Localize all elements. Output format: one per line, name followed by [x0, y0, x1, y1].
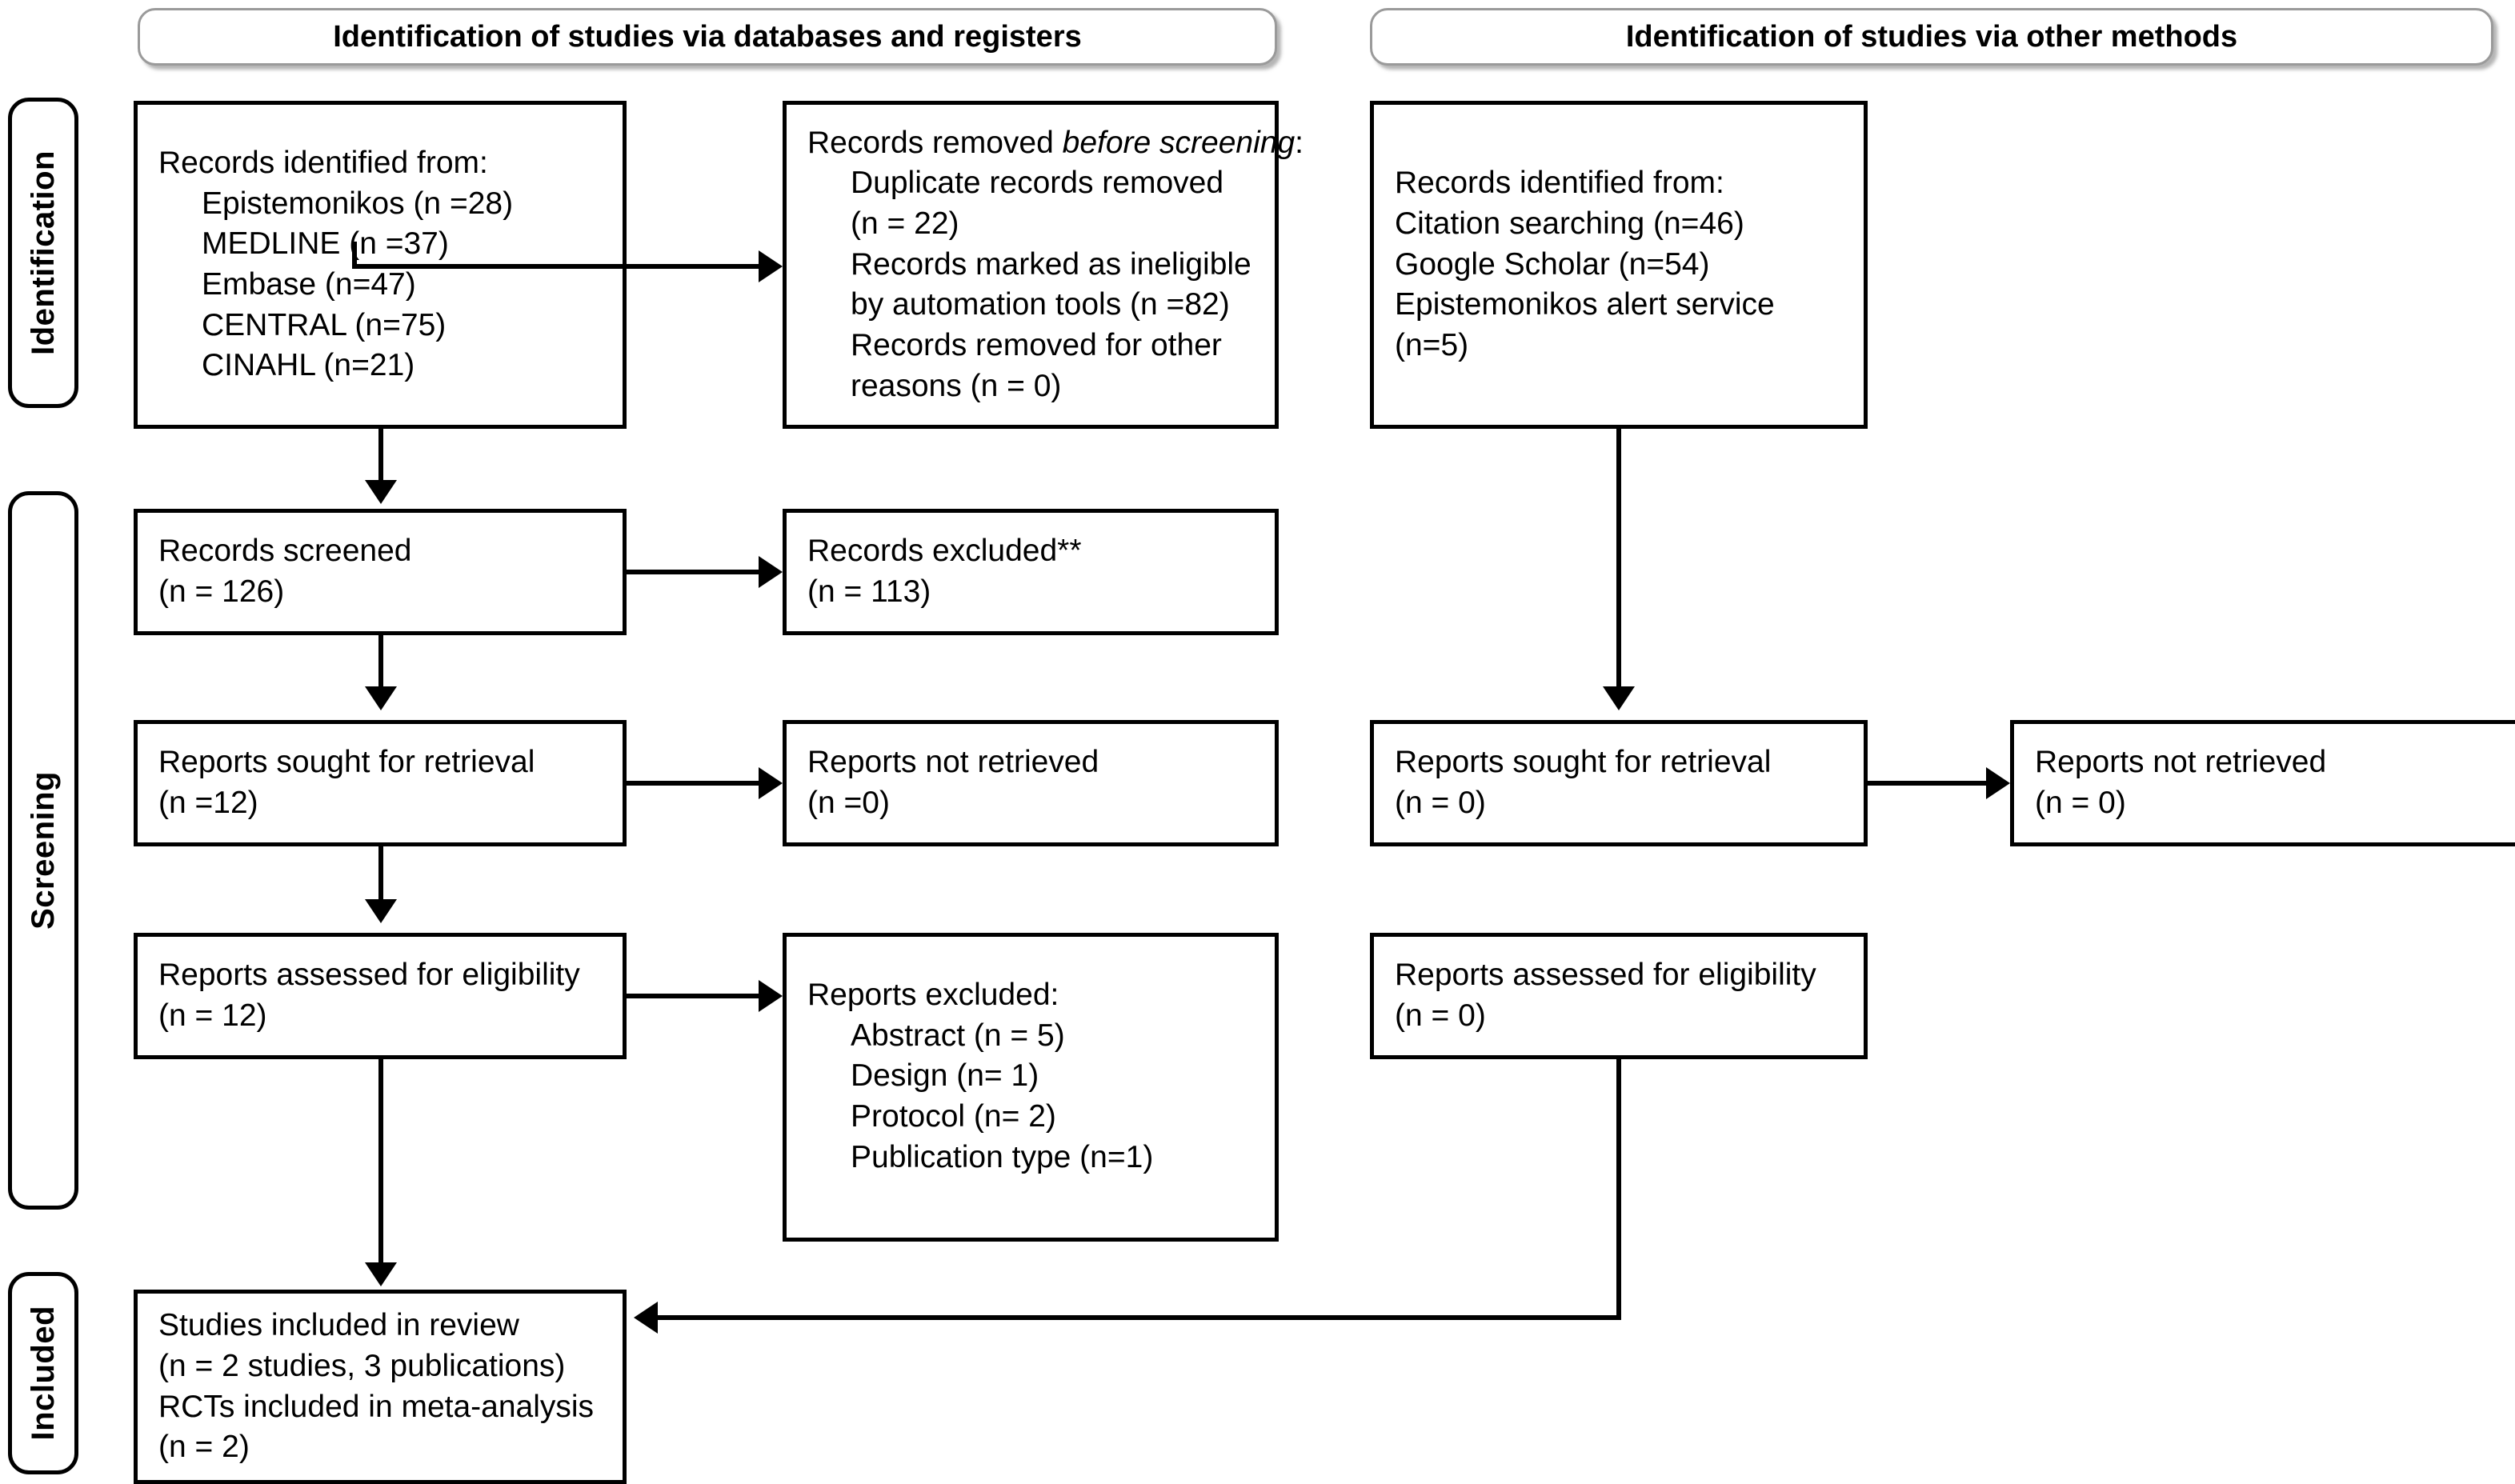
banner-databases-and-registers: Identification of studies via databases …: [138, 8, 1277, 66]
other-identified-source: Epistemonikos alert service (n=5): [1395, 287, 1775, 363]
studies-included-label: Studies included in review: [158, 1308, 519, 1343]
connector-other-sought-to-not-retrieved: [1868, 781, 1988, 786]
arrowhead-assessed-to-reports-excluded: [759, 980, 783, 1012]
records-identified-source: CENTRAL (n=75): [202, 307, 447, 342]
stage-label-included-text: Included: [25, 1306, 61, 1441]
box-reports-sought-other: Reports sought for retrieval (n = 0): [1370, 720, 1868, 846]
connector-identified-to-removed-vertical: [352, 242, 357, 269]
arrowhead-other-identified-to-sought: [1603, 686, 1635, 710]
connector-identified-to-removed-horizontal: [352, 264, 760, 269]
records-excluded-count: (n = 113): [807, 574, 931, 609]
reports-not-retrieved-count: (n =0): [807, 786, 890, 820]
connector-other-assessed-to-included-vertical: [1616, 1059, 1621, 1320]
box-records-identified-other-methods: Records identified from: Citation search…: [1370, 101, 1868, 429]
records-identified-source: MEDLINE (n =37): [202, 226, 449, 262]
stage-label-included: Included: [8, 1272, 78, 1474]
reports-excluded-reason: Publication type (n=1): [851, 1139, 1154, 1174]
connector-sought-to-not-retrieved: [627, 781, 760, 786]
other-identified-source: Google Scholar (n=54): [1395, 246, 1710, 282]
arrowhead-screened-to-excluded: [759, 556, 783, 588]
records-screened-label: Records screened: [158, 534, 412, 569]
connector-screened-to-excluded: [627, 570, 760, 574]
reports-sought-label: Reports sought for retrieval: [158, 745, 535, 780]
box-reports-excluded: Reports excluded: Abstract (n = 5) Desig…: [783, 933, 1279, 1242]
reports-not-retrieved-label: Reports not retrieved: [807, 745, 1099, 780]
reports-excluded-title: Reports excluded:: [807, 978, 1059, 1012]
connector-assessed-to-included: [378, 1059, 383, 1275]
records-removed-item: Records marked as ineligible by automati…: [851, 246, 1251, 322]
reports-excluded-reason: Protocol (n= 2): [851, 1099, 1056, 1134]
reports-assessed-label: Reports assessed for eligibility: [158, 958, 580, 993]
box-records-screened: Records screened (n = 126): [134, 509, 627, 635]
records-removed-item: Records removed for other reasons (n = 0…: [851, 328, 1222, 403]
banner-other-methods-label: Identification of studies via other meth…: [1625, 19, 2238, 54]
other-identified-title: Records identified from:: [1395, 166, 1724, 201]
other-sought-count: (n = 0): [1395, 786, 1486, 820]
arrowhead-other-assessed-to-included: [634, 1302, 658, 1334]
arrowhead-other-sought-to-not-retrieved: [1986, 767, 2010, 799]
box-records-removed-before-screening: Records removed before screening: Duplic…: [783, 101, 1304, 429]
arrowhead-identified-to-removed: [759, 250, 783, 282]
records-identified-title: Records identified from:: [158, 145, 488, 180]
stage-label-identification: Identification: [8, 98, 78, 408]
reports-excluded-reason: Design (n= 1): [851, 1058, 1039, 1094]
arrowhead-screened-to-sought: [365, 686, 397, 710]
banner-databases-label: Identification of studies via databases …: [333, 19, 1082, 54]
stage-label-screening-text: Screening: [25, 771, 61, 930]
records-removed-title-emphasis: before screening: [1062, 125, 1296, 160]
box-records-excluded: Records excluded** (n = 113): [783, 509, 1279, 635]
other-not-retrieved-count: (n = 0): [2035, 786, 2126, 820]
arrowhead-sought-to-not-retrieved: [759, 767, 783, 799]
other-identified-source: Citation searching (n=46): [1395, 206, 1744, 241]
arrowhead-identified-to-screened: [365, 480, 397, 504]
arrowhead-assessed-to-included: [365, 1262, 397, 1286]
box-reports-assessed-other: Reports assessed for eligibility (n = 0): [1370, 933, 1868, 1059]
arrowhead-sought-to-assessed: [365, 899, 397, 923]
records-removed-item: Duplicate records removed (n = 22): [851, 166, 1224, 241]
connector-screened-to-sought: [378, 635, 383, 699]
rcts-meta-analysis-label: RCTs included in meta-analysis: [158, 1389, 595, 1424]
other-assessed-count: (n = 0): [1395, 998, 1486, 1033]
connector-sought-to-assessed: [378, 846, 383, 912]
records-removed-title: Records removed before screening:: [807, 125, 1304, 160]
records-excluded-label: Records excluded**: [807, 534, 1082, 569]
reports-sought-count: (n =12): [158, 786, 258, 820]
studies-included-count: (n = 2 studies, 3 publications): [158, 1348, 566, 1383]
records-identified-source: Epistemonikos (n =28): [202, 186, 514, 221]
records-identified-source: Embase (n=47): [202, 267, 416, 302]
connector-other-assessed-to-included-horizontal: [658, 1315, 1621, 1320]
other-assessed-label: Reports assessed for eligibility: [1395, 958, 1816, 993]
connector-other-identified-to-sought: [1616, 429, 1621, 699]
records-screened-count: (n = 126): [158, 574, 285, 609]
connector-identified-to-screened: [378, 429, 383, 494]
box-studies-included: Studies included in review (n = 2 studie…: [134, 1290, 627, 1484]
records-identified-source: CINAHL (n=21): [202, 348, 415, 383]
box-reports-sought-databases: Reports sought for retrieval (n =12): [134, 720, 627, 846]
box-reports-not-retrieved-other: Reports not retrieved (n = 0): [2010, 720, 2515, 846]
box-reports-assessed-databases: Reports assessed for eligibility (n = 12…: [134, 933, 627, 1059]
reports-excluded-reason: Abstract (n = 5): [851, 1018, 1065, 1053]
other-sought-label: Reports sought for retrieval: [1395, 745, 1772, 780]
rcts-meta-analysis-count: (n = 2): [158, 1430, 250, 1465]
stage-label-identification-text: Identification: [25, 150, 61, 355]
reports-assessed-count: (n = 12): [158, 998, 267, 1033]
other-not-retrieved-label: Reports not retrieved: [2035, 745, 2327, 780]
stage-label-screening: Screening: [8, 491, 78, 1210]
connector-assessed-to-reports-excluded: [627, 994, 760, 998]
box-reports-not-retrieved-databases: Reports not retrieved (n =0): [783, 720, 1279, 846]
banner-other-methods: Identification of studies via other meth…: [1370, 8, 2493, 66]
